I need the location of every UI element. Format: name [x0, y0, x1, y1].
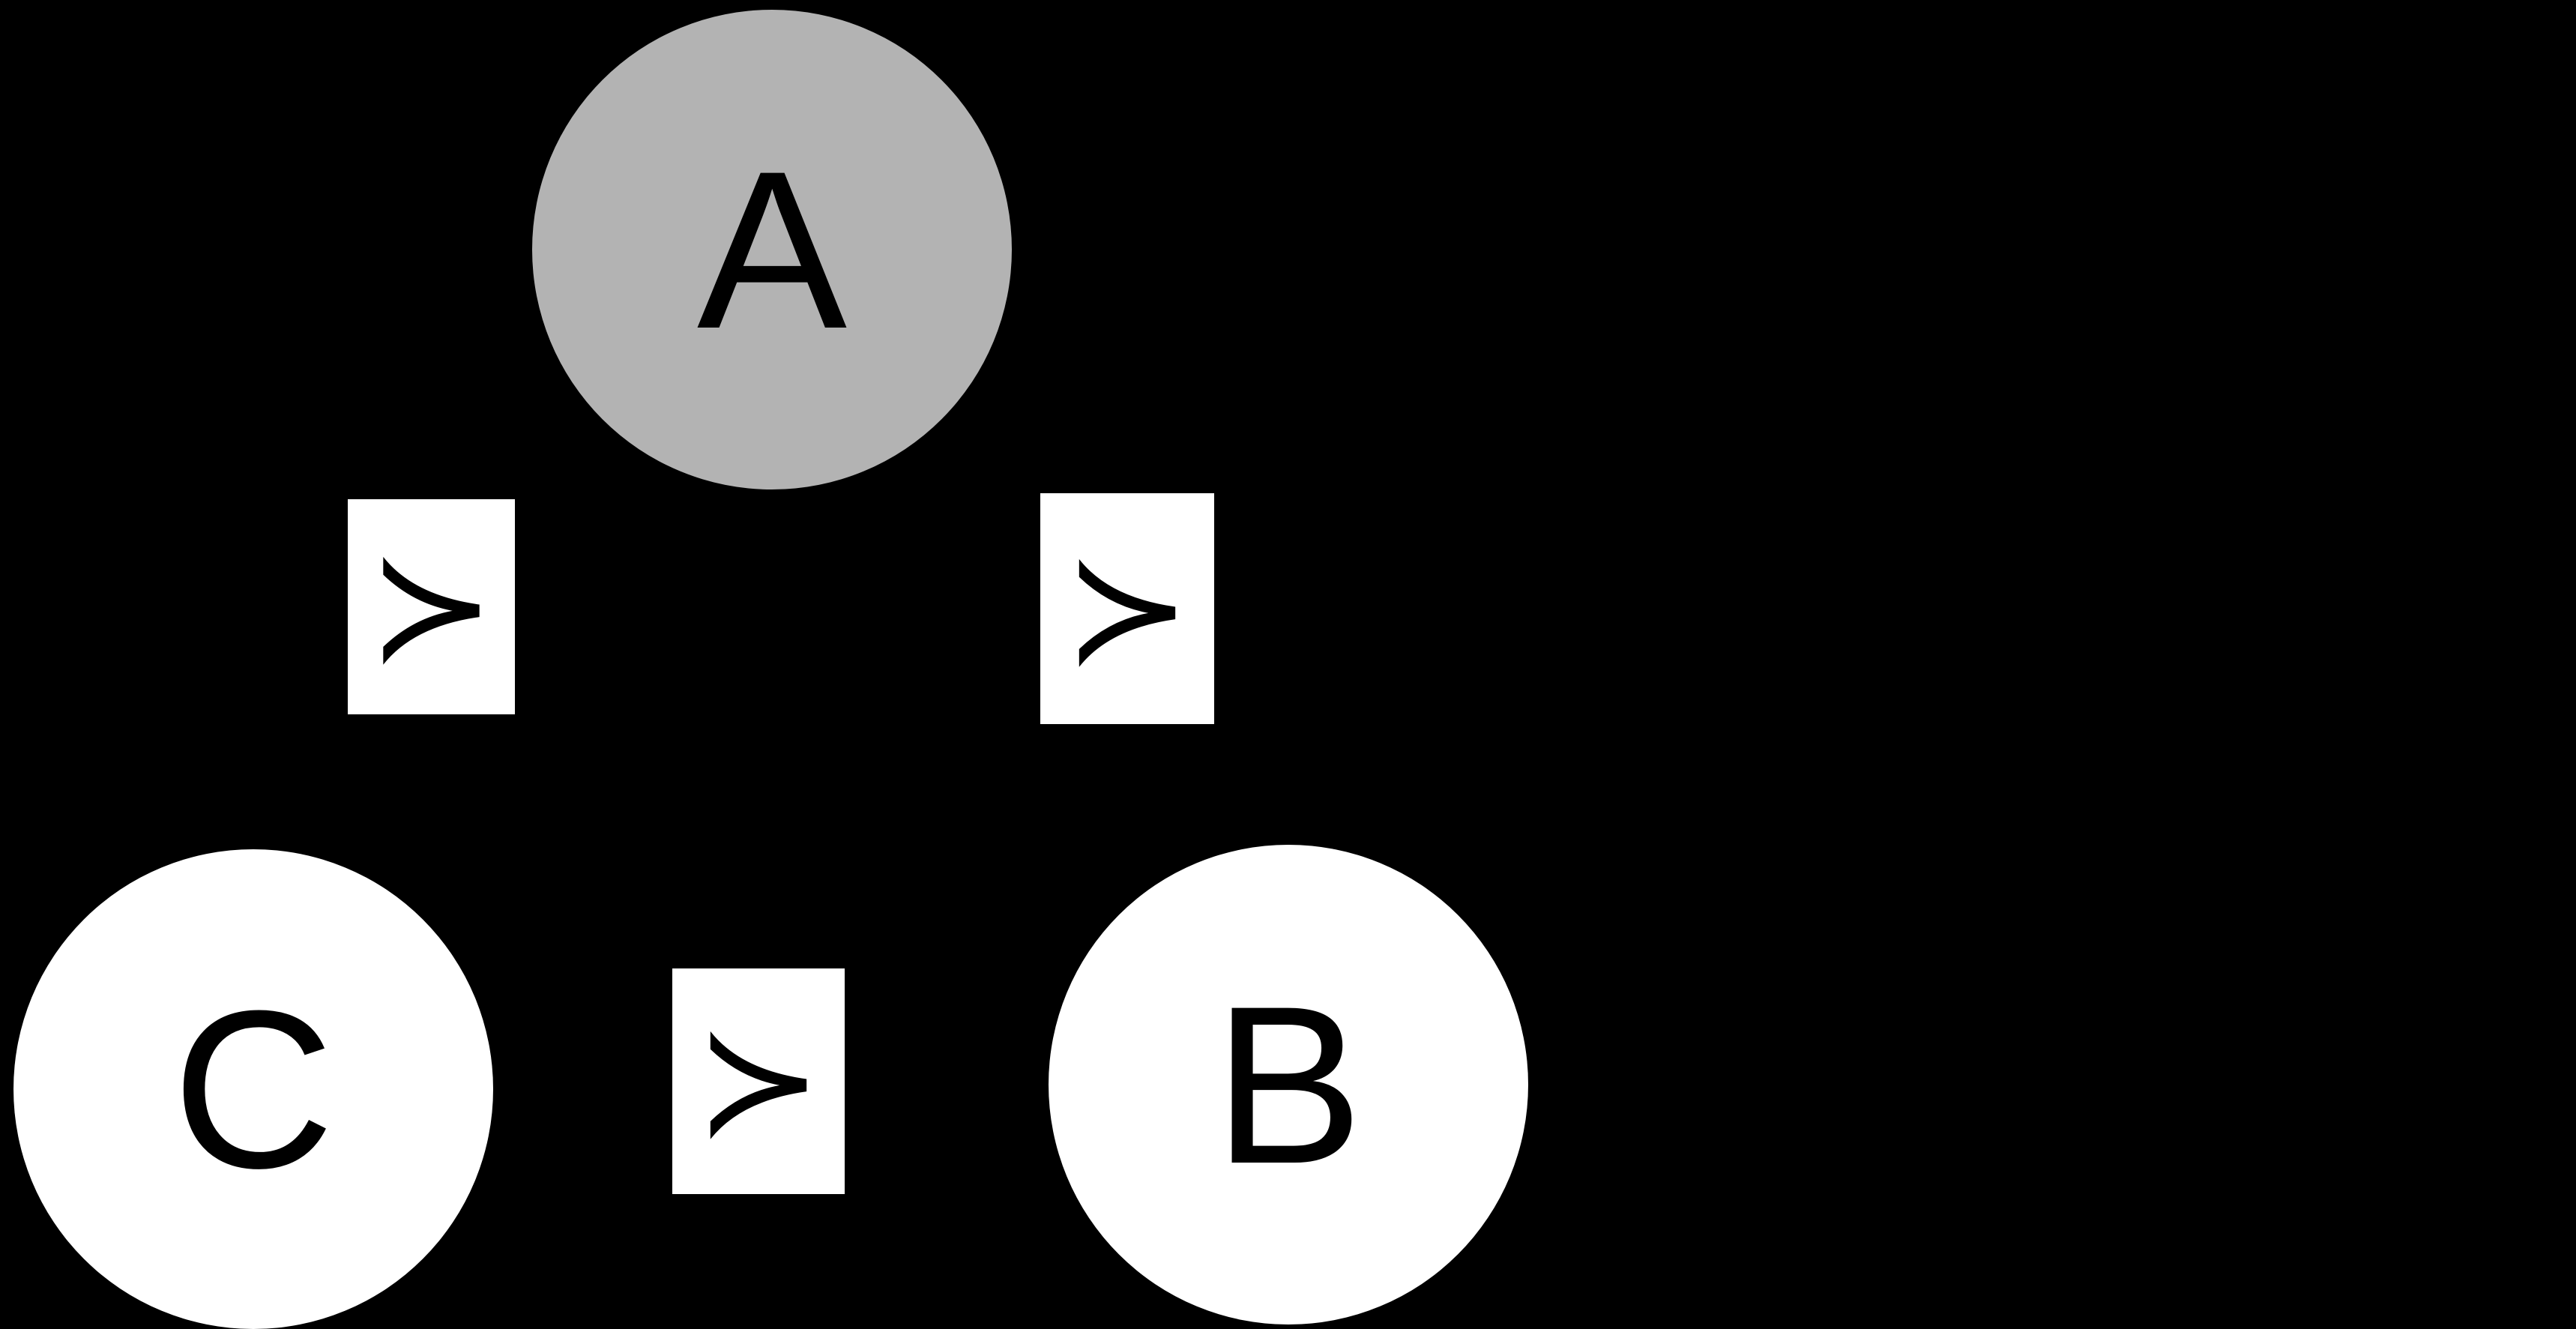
node-A: A: [532, 10, 1012, 489]
succeeds-symbol-icon: ≻: [367, 517, 496, 696]
node-C-label: C: [172, 963, 335, 1215]
node-A-label: A: [696, 124, 848, 376]
edge-label-A-B: ≻: [1040, 493, 1214, 724]
node-B: B: [1049, 845, 1528, 1325]
edge-label-C-B: ≻: [672, 968, 845, 1194]
node-B-label: B: [1213, 959, 1364, 1211]
succeeds-symbol-icon: ≻: [694, 992, 823, 1170]
node-C: C: [13, 849, 493, 1329]
edge-label-A-C: ≻: [348, 499, 515, 714]
succeeds-symbol-icon: ≻: [1063, 519, 1192, 698]
